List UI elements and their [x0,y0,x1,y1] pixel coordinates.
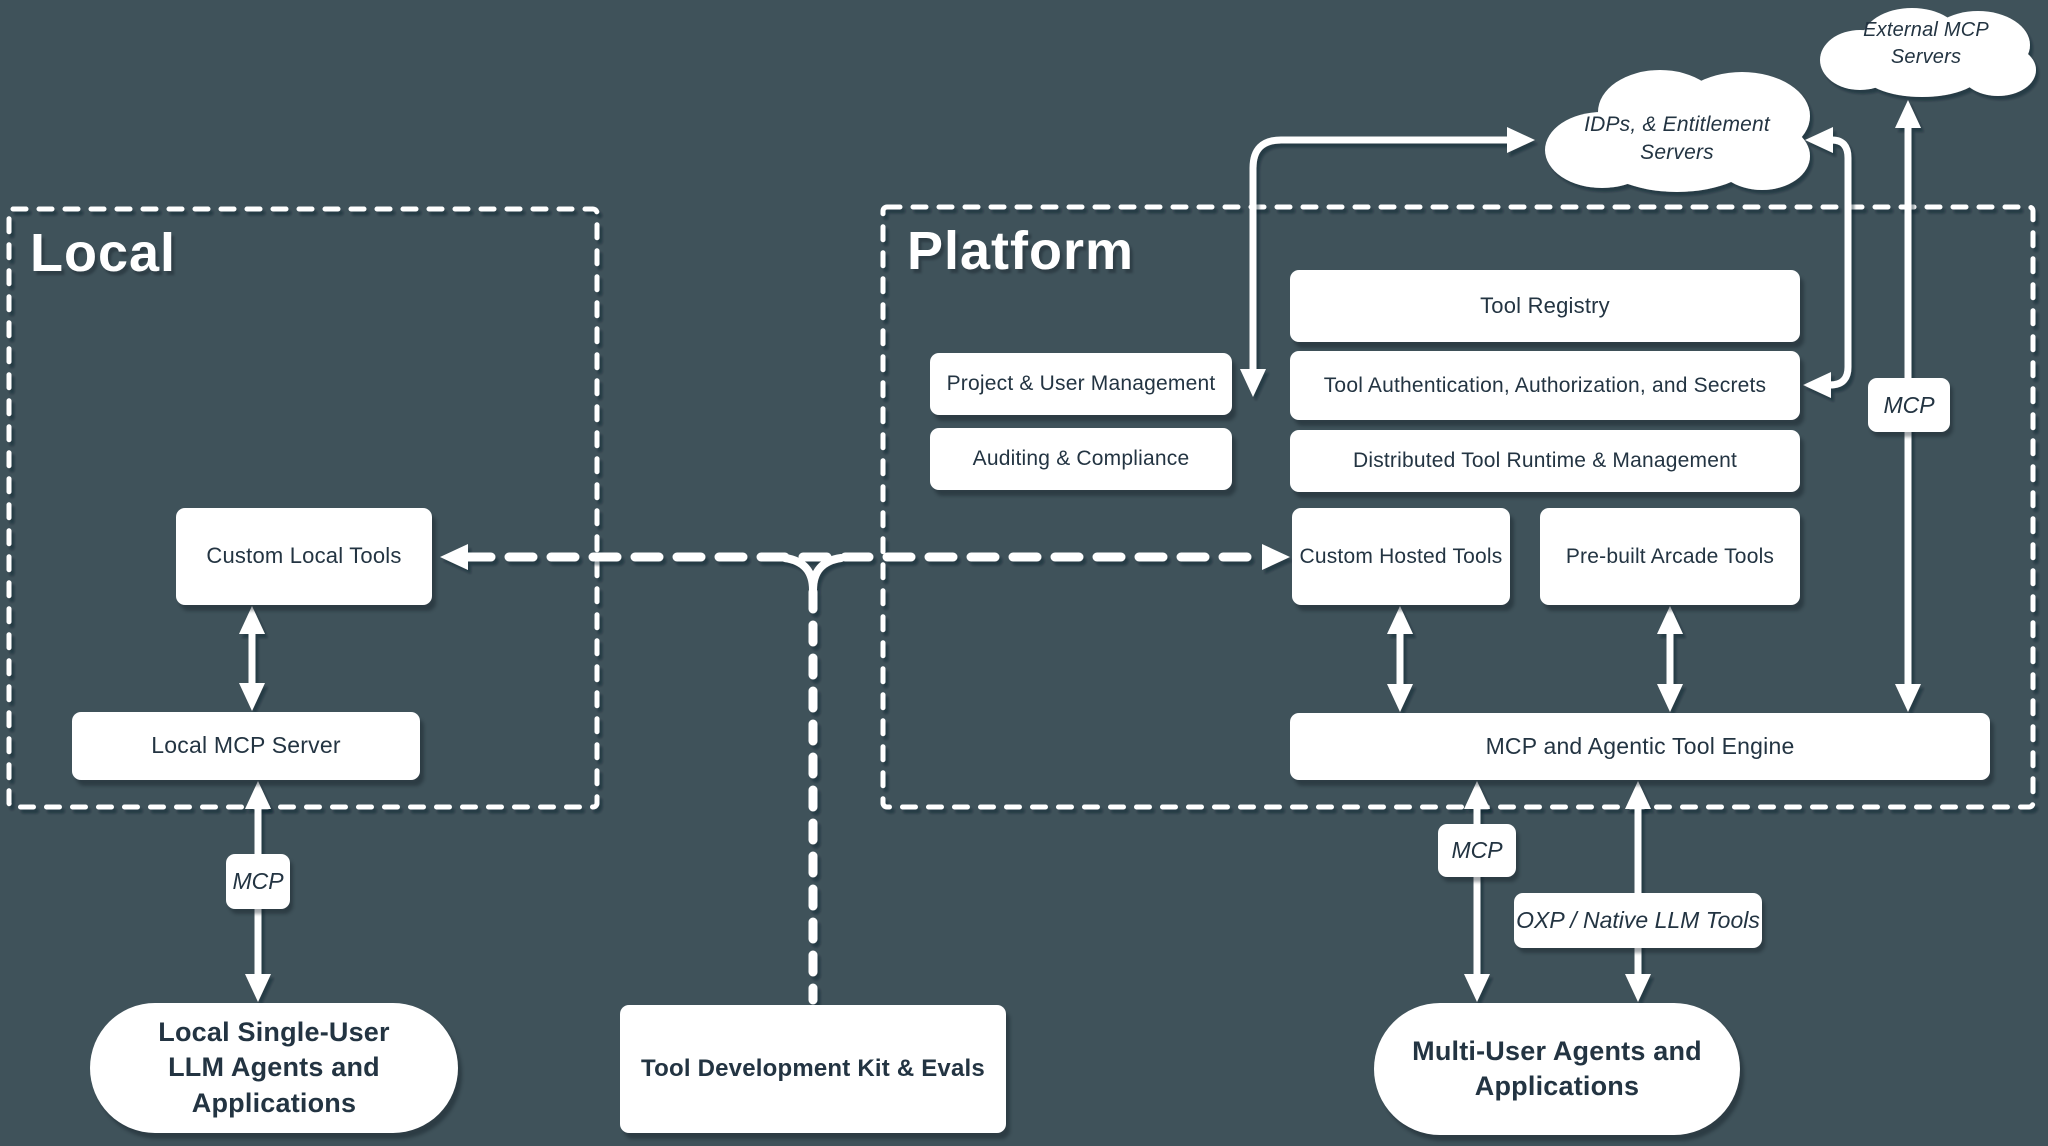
node-tool-auth: Tool Authentication, Authorization, and … [1290,351,1800,420]
node-tool-runtime: Distributed Tool Runtime & Management [1290,430,1800,492]
node-local-agents-line2: LLM Agents and Applications [168,1052,380,1118]
node-auditing-compliance: Auditing & Compliance [930,428,1232,490]
dashed-branch-curve-right [809,554,845,594]
local-region-title: Local [30,223,177,283]
idps-cloud-label-line2: Servers [1640,141,1714,164]
external-mcp-cloud-label: External MCP Servers [1863,19,1989,68]
node-local-agents-line1: Local Single-User [158,1017,390,1048]
node-tool-dev-kit: Tool Development Kit & Evals [620,1005,1006,1133]
node-multi-user-agents: Multi-User Agents and Applications [1374,1003,1740,1135]
node-multi-user-agents-line1: Multi-User Agents and [1412,1035,1702,1066]
idps-cloud-label-line1: IDPs, & Entitlement [1584,112,1770,136]
platform-region-title: Platform [907,221,1135,281]
node-tool-engine: MCP and Agentic Tool Engine [1290,713,1990,780]
idps-cloud-label: IDPs, & Entitlement Servers [1557,108,1797,170]
arrow-projectmgmt-idps [1240,127,1535,397]
node-local-agents: Local Single-User LLM Agents and Applica… [90,1003,458,1133]
node-custom-local-tools: Custom Local Tools [176,508,432,605]
external-mcp-cloud [1820,8,2036,97]
node-multi-user-agents-line2: Applications [1474,1071,1640,1101]
dashed-branch-curve-left [781,554,817,594]
idps-cloud [1545,70,1810,192]
node-tool-registry: Tool Registry [1290,270,1800,342]
local-container-border [6,206,600,810]
arrow-toolauth-idps [1803,127,1852,398]
edge-label-mcp-external: MCP [1868,378,1950,432]
node-prebuilt-arcade-tools: Pre-built Arcade Tools [1540,508,1800,605]
edge-label-mcp-engine: MCP [1438,824,1516,877]
node-project-user-mgmt: Project & User Management [930,353,1232,415]
node-custom-hosted-tools: Custom Hosted Tools [1292,508,1510,605]
edge-label-mcp-local: MCP [226,854,290,909]
edge-label-oxp: OXP / Native LLM Tools [1514,893,1762,948]
node-local-mcp-server: Local MCP Server [72,712,420,780]
